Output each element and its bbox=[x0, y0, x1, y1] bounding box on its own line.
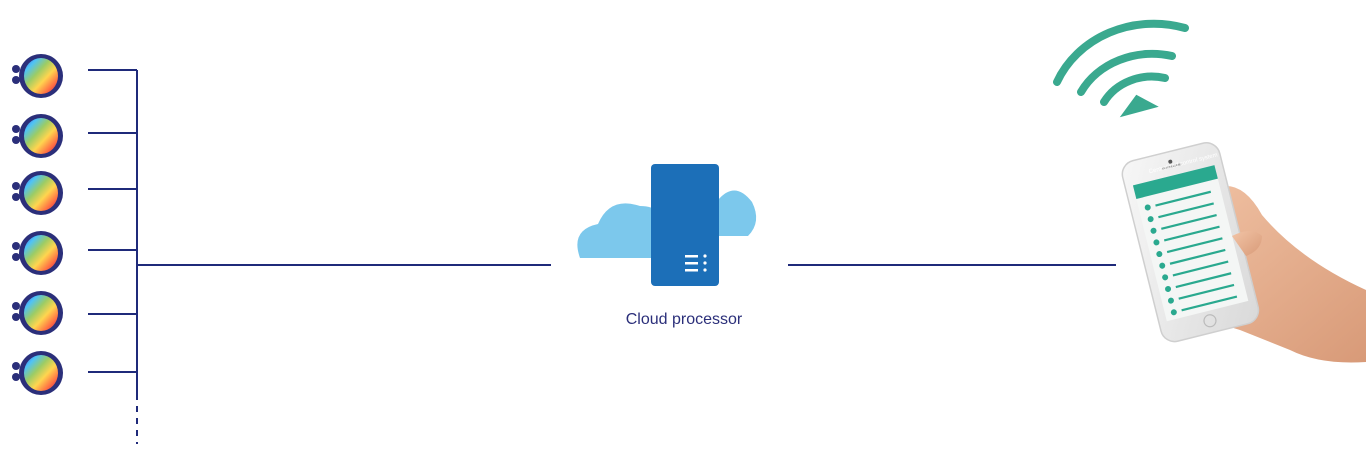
cloud-processor-label: Cloud processor bbox=[625, 311, 743, 328]
sensor-icon bbox=[12, 114, 63, 158]
sensor-icon bbox=[12, 171, 63, 215]
smartphone-icon bbox=[1121, 142, 1260, 343]
wifi-icon bbox=[1053, 19, 1189, 118]
thumb bbox=[1232, 231, 1262, 256]
sensor-icon bbox=[12, 54, 63, 98]
sensor-icon bbox=[12, 351, 63, 395]
server-icon bbox=[651, 164, 719, 286]
cloud-server-icon bbox=[577, 164, 757, 286]
sensor-icon bbox=[12, 231, 63, 275]
sensor-icon bbox=[12, 291, 63, 335]
sensor-bus bbox=[88, 69, 1116, 444]
